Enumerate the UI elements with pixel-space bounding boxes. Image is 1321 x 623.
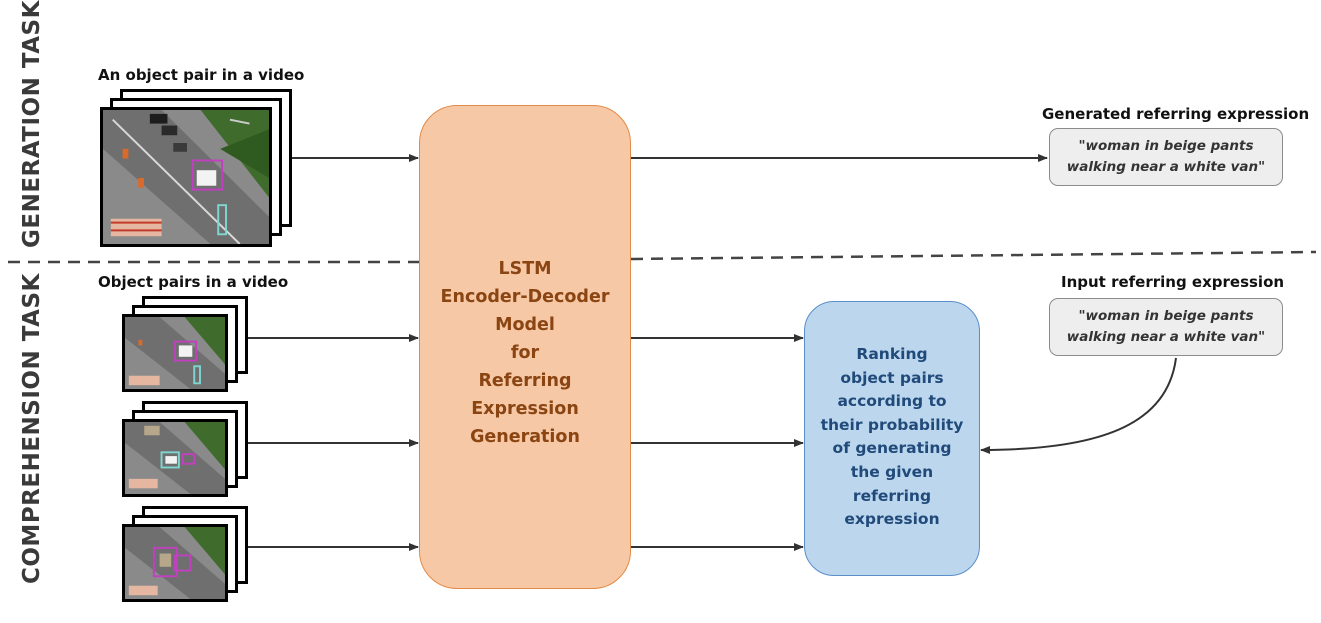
- lstm-model-label: LSTM Encoder-Decoder Model for Referring…: [419, 255, 631, 451]
- lstm-line: Encoder-Decoder: [440, 287, 610, 307]
- video-frame-thumbnail: [122, 524, 228, 602]
- ranking-line: expression: [844, 510, 940, 529]
- arrow-input-expression-to-ranking: [980, 357, 1177, 454]
- video-frame-thumbnail: [122, 314, 228, 392]
- video-frame-thumbnail: [100, 107, 272, 247]
- ranking-line: of generating: [832, 439, 952, 458]
- comprehension-video-stack-3: [122, 506, 248, 602]
- generated-expression-box: "woman in beige pants walking near a whi…: [1049, 128, 1283, 186]
- object-pairs-caption: Object pairs in a video: [98, 273, 289, 291]
- expression-line: "woman in beige pants: [1078, 308, 1254, 324]
- ranking-line: their probability: [820, 415, 964, 434]
- object-pair-caption: An object pair in a video: [98, 66, 305, 84]
- ranking-line: Ranking: [856, 345, 928, 363]
- expression-line: walking near a white van": [1066, 159, 1266, 175]
- ranking-line: the given: [850, 462, 934, 481]
- comprehension-task-label: COMPREHENSION TASK: [19, 273, 45, 584]
- expression-line: "woman in beige pants: [1078, 138, 1254, 154]
- lstm-line: for: [510, 343, 540, 363]
- ranking-line: referring: [852, 486, 932, 505]
- comprehension-video-stack-1: [122, 296, 248, 392]
- comprehension-video-stack-2: [122, 401, 248, 497]
- video-frame-thumbnail: [122, 419, 228, 497]
- lstm-line: LSTM: [498, 259, 552, 279]
- generated-expression-caption: Generated referring expression: [1042, 105, 1310, 123]
- lstm-line: Referring: [478, 371, 572, 391]
- input-expression-caption: Input referring expression: [1061, 273, 1285, 291]
- lstm-line: Generation: [470, 427, 580, 447]
- ranking-line: object pairs: [840, 368, 944, 387]
- task-divider-right: [630, 250, 1317, 261]
- lstm-line: Model: [495, 315, 555, 335]
- expression-line: walking near a white van": [1066, 329, 1266, 345]
- lstm-model-box: [419, 105, 631, 589]
- ranking-label: Ranking object pairs according to their …: [804, 343, 980, 532]
- lstm-line: Expression: [471, 399, 579, 419]
- generation-task-label: GENERATION TASK: [19, 0, 45, 248]
- input-expression-box: "woman in beige pants walking near a whi…: [1049, 298, 1283, 356]
- ranking-box: [804, 301, 980, 576]
- generation-video-stack: [100, 89, 292, 247]
- ranking-line: according to: [837, 392, 947, 411]
